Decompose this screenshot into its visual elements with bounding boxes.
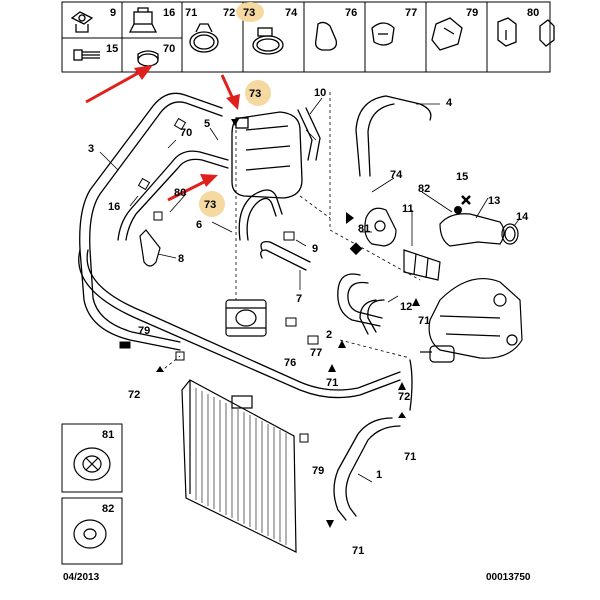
callout-71: 71 (326, 377, 338, 389)
header-label: 74 (285, 7, 298, 19)
diamond-marker (349, 242, 363, 256)
hose-drawings (78, 92, 432, 521)
thermostat-housing (420, 278, 523, 363)
clip-8 (139, 229, 161, 267)
callout-12: 12 (400, 301, 412, 313)
hose-clamp-73-icon (252, 27, 284, 55)
expansion-tank (231, 111, 303, 199)
header-part-icons (70, 7, 555, 67)
callout-72: 72 (398, 391, 410, 403)
washer-82-icon (73, 519, 107, 549)
callout-74: 74 (390, 169, 403, 181)
long-pipe (78, 249, 401, 399)
header-label: 77 (405, 7, 417, 19)
side-box-81: 81 (61, 423, 123, 493)
callout-77: 77 (310, 347, 322, 359)
hose-3 (79, 92, 223, 351)
callout-72: 72 (128, 389, 140, 401)
callout-15: 15 (456, 171, 468, 183)
dot-marker (454, 206, 462, 214)
hose-10 (297, 109, 313, 161)
callout-6: 6 (196, 219, 202, 231)
callout-76: 76 (284, 357, 296, 369)
red-arrows (85, 65, 240, 202)
side-box-label: 82 (102, 503, 114, 515)
side-box-label: 81 (102, 429, 114, 441)
dashed-leaders (159, 92, 421, 373)
callout-16: 16 (108, 201, 120, 213)
hose-7 (260, 241, 311, 263)
footer-reference: 00013750 (486, 572, 531, 583)
callout-81: 81 (358, 223, 370, 235)
callout-7: 7 (296, 293, 302, 305)
clip-70-icon (137, 50, 159, 67)
oil-cooler (225, 299, 267, 337)
callout-3: 3 (88, 143, 94, 155)
clip-77-icon (431, 17, 463, 51)
side-box-82: 82 (61, 497, 123, 565)
callout-71: 71 (404, 451, 416, 463)
long-pipe-inner (86, 249, 401, 391)
callout-5: 5 (204, 118, 210, 130)
fitting-assembly (364, 207, 519, 281)
callout-70: 70 (180, 127, 192, 139)
hose-12 (367, 299, 385, 333)
callout-71: 71 (352, 545, 364, 557)
highlight-marker (245, 80, 271, 106)
header-label: 76 (345, 7, 357, 19)
highlight-marker (236, 2, 264, 22)
header-label: 72 (223, 7, 235, 19)
callout-71: 71 (418, 315, 430, 327)
callout-73: 73 (249, 88, 261, 100)
clip-74-icon (314, 21, 338, 51)
clip-79-icon (497, 17, 517, 47)
header-label: 80 (527, 7, 539, 19)
header-label: 9 (110, 7, 116, 19)
hose-clamp-71-icon (189, 23, 219, 53)
connector-16-icon (128, 7, 158, 33)
callout-80: 80 (174, 187, 186, 199)
clip-80-icon (539, 19, 555, 47)
hose-6-inner (246, 197, 277, 241)
callout-79: 79 (312, 465, 324, 477)
clip-76-icon (371, 22, 395, 46)
clip-9-icon (70, 11, 94, 33)
hose-72-lower (409, 359, 413, 411)
callout-2: 2 (326, 329, 332, 341)
callout-73: 73 (204, 199, 216, 211)
callout-8: 8 (178, 253, 184, 265)
hose-3-inner (89, 101, 223, 343)
callout-14: 14 (516, 211, 529, 223)
triangle-markers (156, 119, 420, 528)
cross-marker (461, 195, 471, 205)
callout-82: 82 (418, 183, 430, 195)
header-label: 73 (243, 7, 255, 19)
footer-date: 04/2013 (63, 572, 100, 583)
callout-9: 9 (312, 243, 318, 255)
hose-4 (355, 95, 387, 177)
radiator (181, 379, 297, 553)
header-label: 16 (163, 7, 175, 19)
hose-16-inner (125, 158, 229, 241)
callout-1: 1 (376, 469, 382, 481)
highlight-marker (199, 191, 225, 217)
header-label: 15 (106, 43, 118, 55)
header-label: 79 (466, 7, 478, 19)
callout-13: 13 (488, 195, 500, 207)
header-label: 71 (185, 7, 197, 19)
callout-11: 11 (402, 203, 414, 215)
hose-16 (117, 150, 229, 241)
callout-leaders (99, 97, 521, 483)
hose-2 (337, 273, 381, 327)
radiator-fins (195, 388, 287, 545)
callout-79: 79 (138, 325, 150, 337)
hose-clips (119, 117, 319, 443)
hose-1 (333, 417, 393, 521)
bolt-15-icon (73, 49, 100, 61)
callout-10: 10 (314, 87, 326, 99)
callout-4: 4 (446, 97, 453, 109)
header-label: 70 (163, 43, 175, 55)
grommet-81-icon (73, 447, 111, 481)
